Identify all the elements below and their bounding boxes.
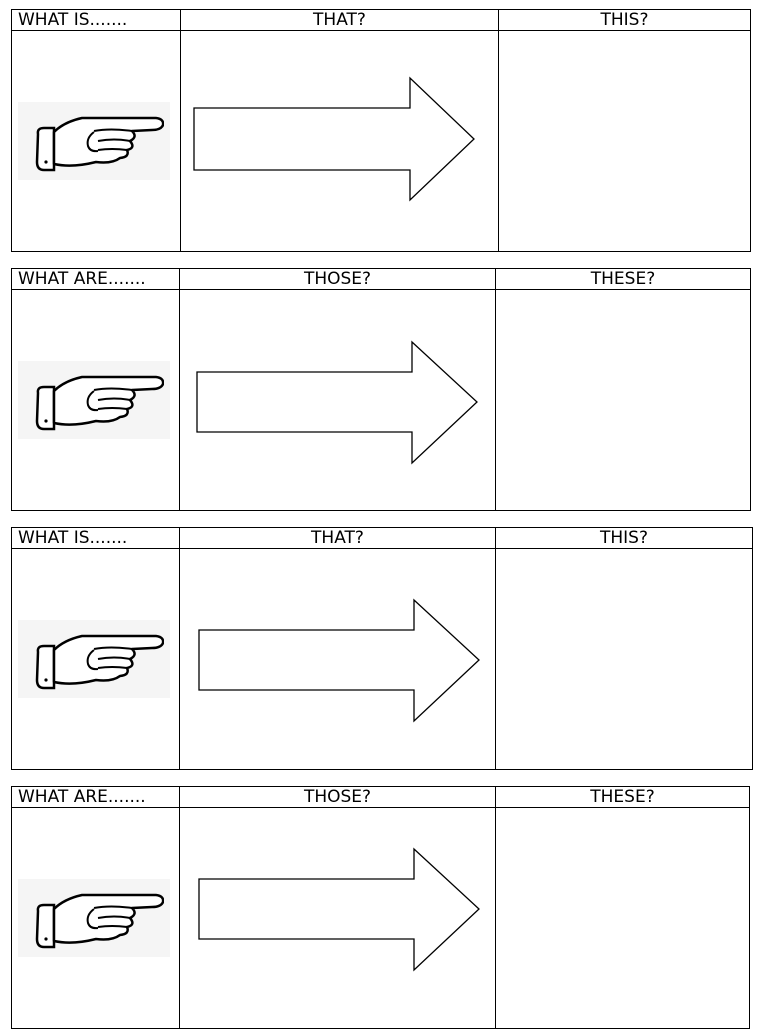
arrow-cell	[179, 289, 496, 511]
pointing-hand-icon	[35, 893, 164, 949]
arrow-cell	[179, 807, 496, 1029]
near-column-header: THESE?	[495, 268, 751, 290]
hand-image	[18, 879, 170, 957]
question-label: WHAT ARE.......	[11, 268, 180, 290]
worksheet-table-1: WHAT IS....... THAT? THIS?	[11, 9, 751, 252]
answer-cell	[495, 548, 753, 770]
pointing-hand-icon	[35, 375, 164, 431]
far-column-header: THAT?	[180, 9, 499, 31]
right-arrow-icon	[193, 76, 475, 202]
far-column-header: THOSE?	[179, 268, 496, 290]
hand-image	[18, 620, 170, 698]
worksheet-table-4: WHAT ARE....... THOSE? THESE?	[11, 786, 750, 1029]
question-label: WHAT IS.......	[11, 9, 181, 31]
worksheet-table-2: WHAT ARE....... THOSE? THESE?	[11, 268, 751, 511]
hand-cell	[11, 807, 180, 1029]
pointing-hand-icon	[35, 634, 164, 690]
hand-image	[18, 361, 170, 439]
hand-cell	[11, 289, 180, 511]
answer-cell	[498, 30, 751, 252]
pointing-hand-icon	[35, 116, 164, 172]
near-column-header: THIS?	[498, 9, 751, 31]
answer-cell	[495, 289, 751, 511]
right-arrow-icon	[198, 598, 480, 723]
far-column-header: THOSE?	[179, 786, 496, 808]
hand-image	[18, 102, 170, 180]
worksheet-table-3: WHAT IS....... THAT? THIS?	[11, 527, 753, 770]
right-arrow-icon	[196, 340, 478, 465]
right-arrow-icon	[198, 847, 480, 972]
answer-cell	[495, 807, 750, 1029]
question-label: WHAT ARE.......	[11, 786, 180, 808]
hand-cell	[11, 30, 181, 252]
arrow-cell	[180, 30, 499, 252]
question-label: WHAT IS.......	[11, 527, 180, 549]
far-column-header: THAT?	[179, 527, 496, 549]
hand-cell	[11, 548, 180, 770]
near-column-header: THESE?	[495, 786, 750, 808]
arrow-cell	[179, 548, 496, 770]
near-column-header: THIS?	[495, 527, 753, 549]
